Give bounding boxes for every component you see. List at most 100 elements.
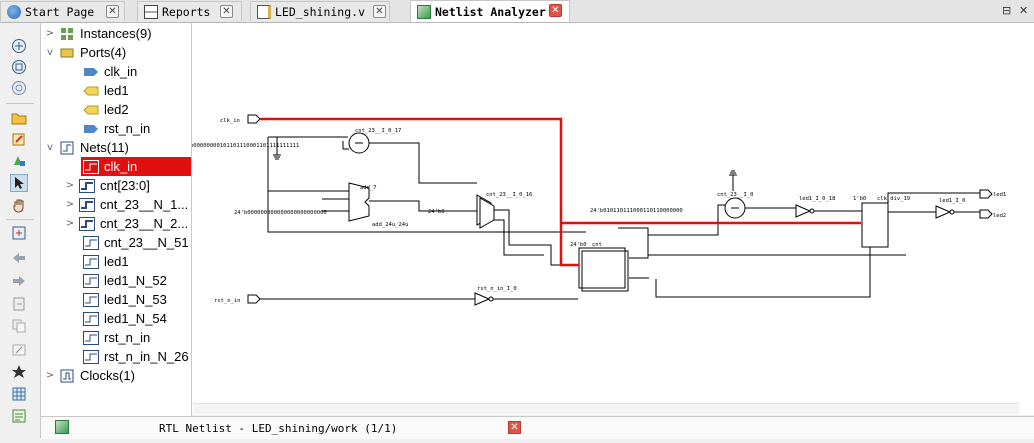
schematic-canvas[interactable]: clk_in rst_n_in led1 led2 cnt_23__I_0_17… (192, 23, 1034, 415)
copy-button[interactable] (10, 317, 28, 335)
fit-view-button[interactable] (10, 224, 28, 242)
led1-inverter[interactable] (935, 205, 952, 219)
horizontal-scrollbar[interactable] (193, 403, 1019, 414)
draw-button[interactable] (10, 341, 28, 359)
export-button[interactable] (10, 295, 28, 313)
zoom-in-button[interactable] (10, 58, 28, 76)
export-icon (13, 297, 25, 311)
folder-icon (11, 113, 27, 125)
tab-led-shining-v[interactable]: LED_shining.v ✕ (250, 1, 390, 21)
arrow-left-icon (13, 253, 25, 263)
tree-net-cnt-23-n-51[interactable]: cnt_23__N_51 (83, 233, 189, 252)
forward-button[interactable] (10, 272, 28, 290)
net-icon (83, 159, 99, 174)
tree-clocks[interactable]: > Clocks(1) (45, 368, 135, 383)
chevron-right-icon[interactable]: > (45, 370, 55, 381)
tree-net-rst-n-in[interactable]: rst_n_in (83, 328, 150, 347)
chevron-right-icon[interactable]: > (65, 180, 75, 191)
tree-port-led2[interactable]: led2 (83, 100, 129, 119)
restore-window-button[interactable]: ⊟ (1002, 4, 1012, 17)
tree-net-led1-n-53[interactable]: led1_N_53 (83, 290, 167, 309)
output-port-icon (83, 84, 99, 98)
tab-rtl-netlist[interactable]: RTL Netlist - LED_shining/work (1/1) ✕ (41, 417, 535, 439)
tab-netlist-analyzer[interactable]: Netlist Analyzer ✕ (410, 0, 570, 22)
favorites-button[interactable] (10, 363, 28, 381)
pan-tool-button[interactable] (10, 196, 28, 214)
label-const1: b00000000101101110001101111111111 (192, 143, 299, 149)
net-icon (83, 235, 99, 250)
netlist-icon (417, 4, 431, 19)
tree-net-led1-n-52[interactable]: led1_N_52 (83, 271, 167, 290)
table-icon (144, 4, 158, 19)
tree-net-cnt-23-n-1[interactable]: > cnt_23__N_1... (65, 197, 189, 212)
close-window-button[interactable]: ✕ (1019, 4, 1029, 17)
tree-net-rst-n-in-n-26[interactable]: rst_n_in_N_26 (83, 347, 189, 366)
clocks-icon (59, 369, 75, 383)
clk-div-flipflop[interactable] (861, 202, 889, 248)
label-adder: add_7 (360, 185, 377, 191)
highlight-icon (14, 156, 25, 166)
tree-instances[interactable]: > Instances(9) (45, 26, 152, 41)
schematic-icon (12, 39, 26, 53)
open-file-button[interactable] (10, 109, 28, 127)
tab-start-page-close-button[interactable]: ✕ (106, 5, 119, 18)
edit-button[interactable] (10, 130, 28, 148)
instances-icon (59, 27, 75, 41)
tree-port-led1[interactable]: led1 (83, 81, 129, 100)
clk-in-port[interactable] (247, 114, 261, 124)
editor-tab-bar: Start Page ✕ Reports ✕ LED_shining.v ✕ N… (0, 0, 1034, 23)
label-inverter2: led1_I_0_18 (799, 196, 835, 202)
chevron-down-icon[interactable]: v (47, 142, 53, 153)
tree-net-led1[interactable]: led1 (83, 252, 129, 271)
tab-start-page[interactable]: Start Page ✕ (0, 1, 125, 21)
adder[interactable] (348, 182, 370, 222)
highlight-button[interactable] (10, 151, 28, 169)
output-port-icon (83, 103, 99, 117)
tree-nets[interactable]: v Nets(11) (45, 138, 129, 157)
led1-port[interactable] (979, 189, 993, 199)
tab-led-shining-v-close-button[interactable]: ✕ (373, 5, 386, 18)
port-label-clk-in: clk_in (220, 118, 240, 124)
draw-icon (12, 344, 26, 356)
tree-net-led1-n-54[interactable]: led1_N_54 (83, 309, 167, 328)
chevron-right-icon[interactable]: > (45, 28, 55, 39)
tab-reports[interactable]: Reports ✕ (137, 1, 242, 21)
cnt-register[interactable] (578, 247, 626, 289)
led2-port[interactable] (979, 209, 993, 219)
select-tool-button[interactable] (10, 174, 28, 192)
bottom-tab-bar: RTL Netlist - LED_shining/work (1/1) ✕ (41, 416, 1034, 439)
clk-in-net-highlight[interactable] (260, 117, 861, 267)
tree-net-cnt-23-n-2[interactable]: > cnt_23__N_2... (65, 216, 189, 231)
zoom-out-button[interactable] (10, 79, 28, 97)
rst-inverter[interactable] (474, 292, 491, 306)
chevron-right-icon[interactable]: > (65, 218, 75, 229)
tab-rtl-netlist-close-button[interactable]: ✕ (508, 421, 521, 434)
properties-button[interactable] (10, 407, 28, 425)
tree-port-rst-n-in[interactable]: rst_n_in (83, 119, 150, 138)
tab-reports-close-button[interactable]: ✕ (220, 5, 233, 18)
tree-net-cnt[interactable]: > cnt[23:0] (65, 178, 150, 193)
back-button[interactable] (10, 249, 28, 267)
fit-icon (12, 226, 26, 240)
label-cnt: cnt (592, 242, 602, 248)
tree-ports[interactable]: v Ports(4) (45, 43, 126, 62)
input-port-icon (83, 65, 99, 79)
globe-icon (7, 4, 21, 19)
chevron-right-icon[interactable]: > (65, 199, 75, 210)
schematic-view-button[interactable] (10, 37, 28, 55)
input-port-icon (83, 122, 99, 136)
net-icon (83, 311, 99, 326)
bus-icon (79, 197, 95, 212)
label-mux: cnt_23__I_0_16 (486, 192, 532, 198)
table-view-button[interactable] (10, 385, 28, 403)
rst-n-in-port[interactable] (247, 294, 261, 304)
tab-netlist-analyzer-close-button[interactable]: ✕ (549, 4, 562, 17)
tree-port-clk-in[interactable]: clk_in (83, 62, 137, 81)
tree-net-clk-in[interactable]: clk_in (81, 157, 191, 176)
netlist-icon (55, 420, 69, 434)
schematic-drawing[interactable]: clk_in rst_n_in led1 led2 cnt_23__I_0_17… (192, 23, 1034, 415)
chevron-down-icon[interactable]: v (47, 47, 53, 58)
star-icon (12, 365, 26, 378)
label-ff-init: 1'b0 (853, 196, 866, 202)
led1-inverter-18[interactable] (795, 204, 812, 218)
